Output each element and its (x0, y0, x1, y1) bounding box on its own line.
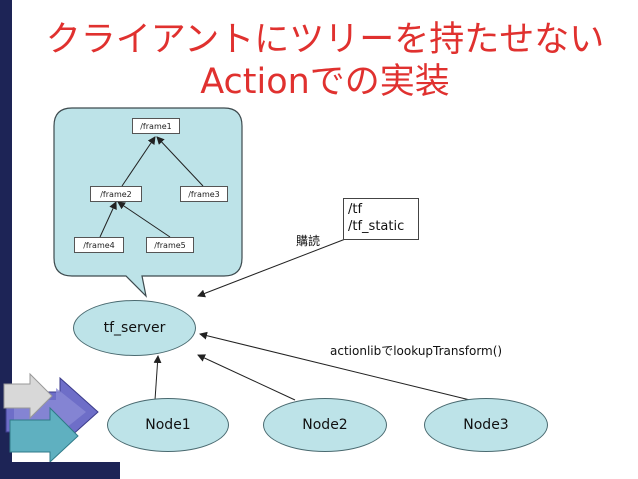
node1-arrow (153, 355, 162, 401)
action-label: actionlibでlookupTransform() (330, 344, 503, 358)
frame2-node: /frame2 (90, 186, 142, 202)
decorative-arrow-icon (3, 372, 53, 420)
tf-static-topic: /tf_static (348, 219, 405, 234)
frame3-node: /frame3 (180, 186, 228, 202)
subscribe-arrow (197, 237, 349, 298)
node3-label: Node3 (463, 417, 509, 433)
node1: Node1 (107, 398, 229, 452)
tf-topic: /tf (348, 202, 363, 217)
frame5-node: /frame5 (146, 237, 194, 253)
frame1-node: /frame1 (132, 118, 180, 134)
node2-arrow (197, 354, 296, 401)
title-line-1: クライアントにツリーを持たせない (45, 20, 605, 60)
decorative-arrow-icon (9, 406, 79, 464)
title-line-2: Actionでの実装 (200, 62, 450, 102)
node2-label: Node2 (302, 417, 348, 433)
tree-edge (156, 136, 204, 187)
node3-arrow (199, 331, 471, 401)
frame4-node: /frame4 (74, 237, 124, 253)
sidebar-band (0, 0, 12, 479)
tree-edge (117, 201, 171, 238)
node1-label: Node1 (145, 417, 191, 433)
subscribe-label: 購読 (296, 234, 321, 248)
tf-topics-box: /tf /tf_static (343, 198, 419, 240)
tf-server-label: tf_server (103, 320, 166, 336)
tf-server-node: tf_server (73, 300, 196, 356)
sidebar-footer (0, 462, 120, 479)
tree-edge (99, 201, 117, 238)
node2: Node2 (263, 398, 387, 452)
node3: Node3 (424, 398, 548, 452)
tree-edge (121, 136, 156, 187)
